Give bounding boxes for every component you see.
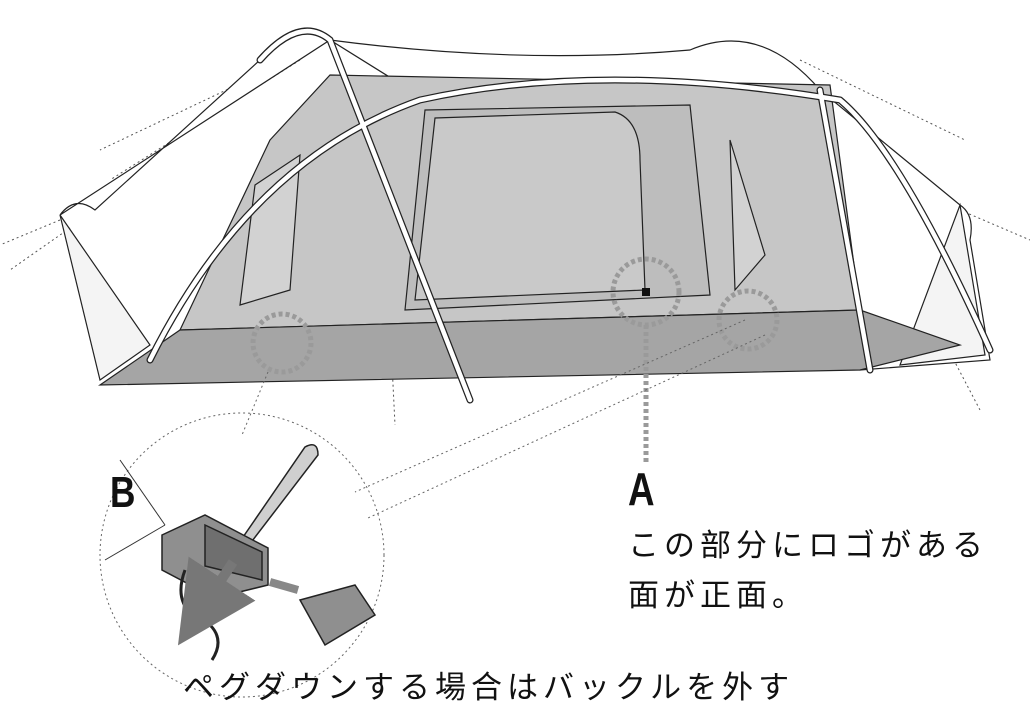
- callout-circle-b: [250, 311, 314, 375]
- callout-b-letter: B: [110, 468, 136, 517]
- callout-a-letter: A: [628, 463, 655, 515]
- arrow-icon: [177, 556, 256, 646]
- arrow-icon: [268, 578, 300, 594]
- callout-a-caption-line2: 面が正面。: [628, 578, 808, 614]
- inner-tent: [98, 74, 963, 386]
- callout-b-caption: ペグダウンする場合はバックルを外す: [183, 670, 795, 706]
- callout-a-caption-line1: この部分にロゴがある: [628, 528, 988, 564]
- logo-marker: [642, 288, 650, 296]
- callout-circle-buckle: [716, 288, 780, 352]
